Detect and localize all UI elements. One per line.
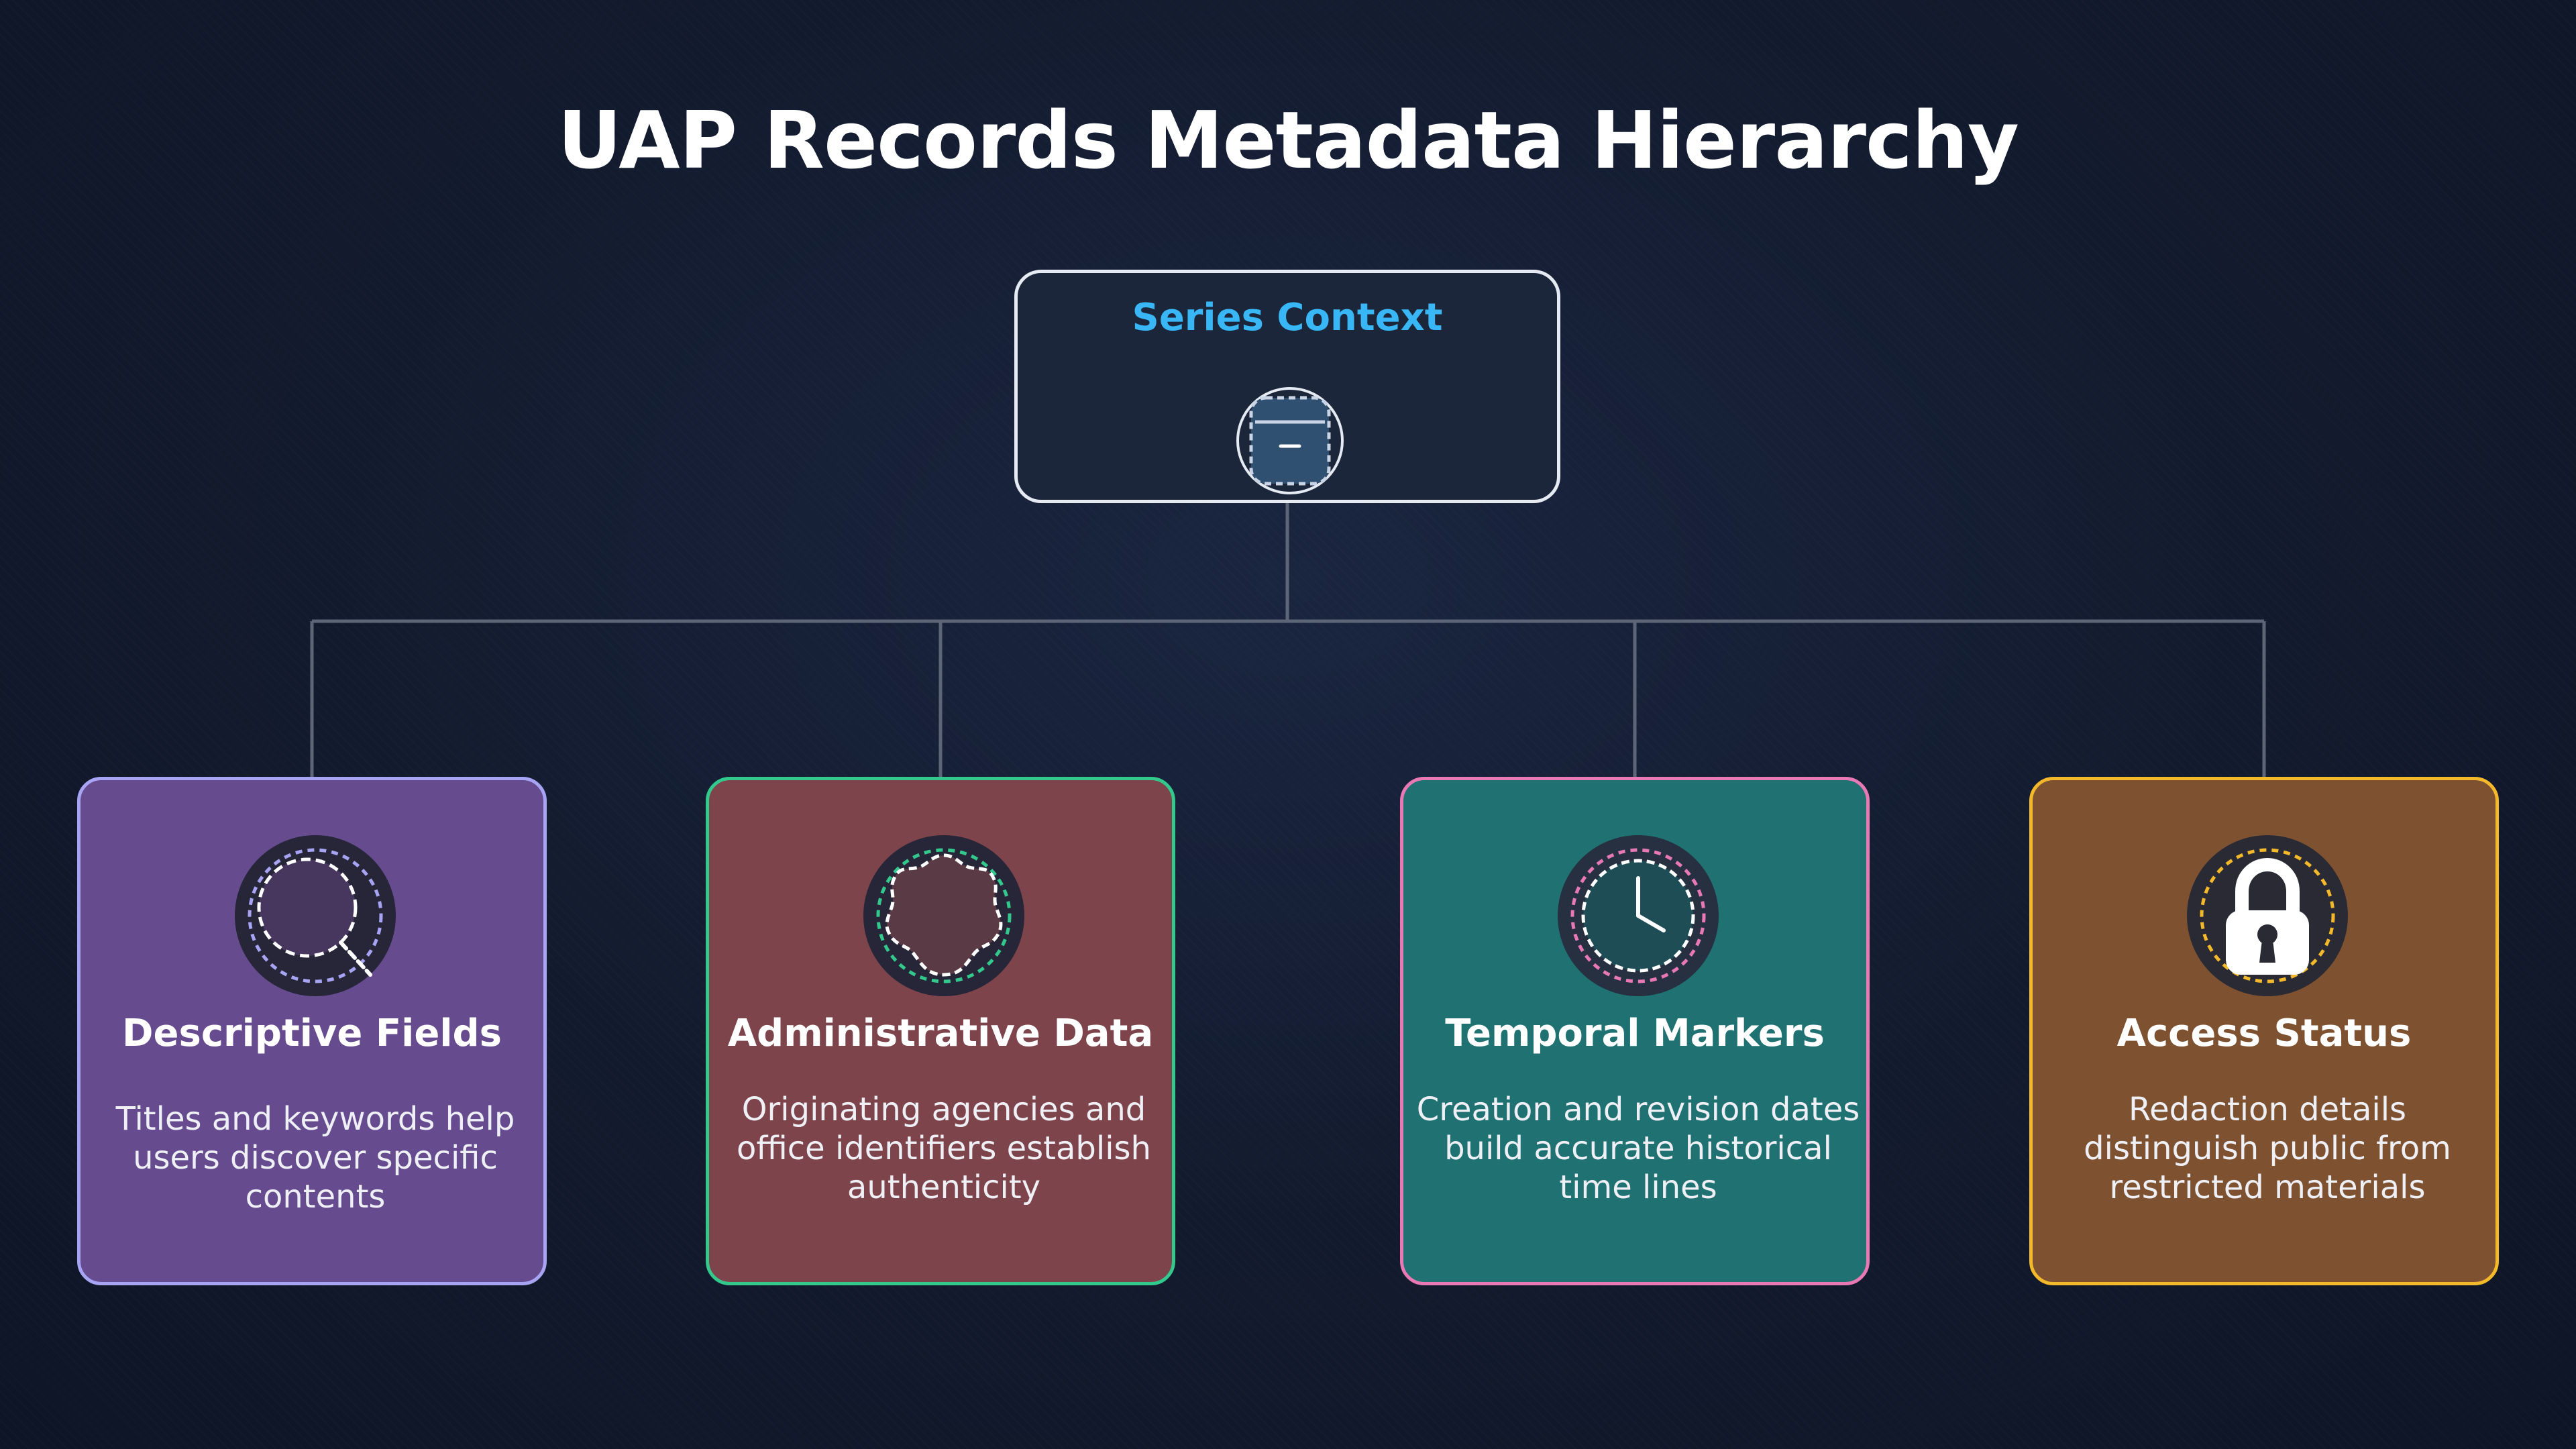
child-node-administrative-data[interactable]: Administrative Data Originating agencies… [706, 777, 1175, 1285]
archive-box-icon [1236, 387, 1344, 494]
padlock-icon [2187, 835, 2348, 996]
child-node-description: Creation and revision dates build accura… [1416, 1091, 1860, 1206]
child-node-description: Titles and keywords help users discover … [115, 1100, 515, 1216]
page-title: UAP Records Metadata Hierarchy [557, 94, 2019, 186]
child-node-access-status[interactable]: Access Status Redaction details distingu… [2029, 777, 2499, 1285]
root-node-series-context[interactable]: Series Context [1014, 270, 1560, 503]
seal-badge-icon [863, 835, 1024, 996]
child-node-label: Access Status [2116, 1012, 2412, 1055]
root-node-label: Series Context [1132, 296, 1443, 339]
child-node-label: Administrative Data [727, 1012, 1154, 1055]
child-node-descriptive-fields[interactable]: Descriptive Fields Titles and keywords h… [77, 777, 547, 1285]
child-node-description: Originating agencies and office identifi… [737, 1091, 1151, 1206]
magnifying-glass-icon [235, 835, 396, 996]
child-node-description: Redaction details distinguish public fro… [2084, 1091, 2451, 1206]
child-node-label: Temporal Markers [1445, 1012, 1825, 1055]
child-node-temporal-markers[interactable]: Temporal Markers Creation and revision d… [1400, 777, 1870, 1285]
child-node-label: Descriptive Fields [122, 1012, 502, 1055]
clock-icon [1558, 835, 1719, 996]
